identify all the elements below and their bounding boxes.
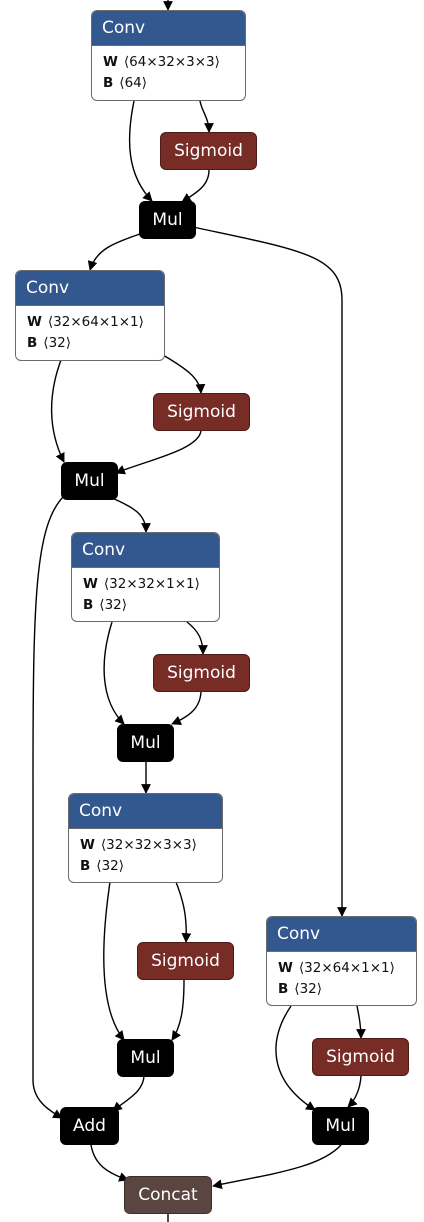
concat-node-1[interactable]: Concat <box>124 1176 212 1214</box>
edge-conv4-sigmoid4 <box>175 881 192 943</box>
conv-node-4-bias-row: B ⟨32⟩ <box>69 856 222 877</box>
conv-node-5-title: Conv <box>267 917 416 952</box>
conv-node-4-bias-key: B <box>80 858 91 874</box>
conv-node-4-weight-row: W ⟨32×32×3×3⟩ <box>69 835 222 856</box>
conv-node-2-bias-row: B ⟨32⟩ <box>16 333 164 354</box>
edge-conv4-mul4 <box>102 881 125 1041</box>
mul-node-4[interactable]: Mul <box>117 1039 174 1077</box>
conv-node-3-title: Conv <box>72 533 219 568</box>
conv-node-1-bias-shape: ⟨64⟩ <box>119 75 148 91</box>
conv-node-2[interactable]: Conv W ⟨32×64×1×1⟩ B ⟨32⟩ <box>15 270 165 361</box>
edge-mul5-concat1 <box>212 1144 342 1189</box>
conv-node-1-weight-key: W <box>103 54 118 70</box>
edge-sigmoid4-mul4 <box>171 979 185 1041</box>
conv-node-2-bias-key: B <box>27 335 38 351</box>
conv-node-5-bias-row: B ⟨32⟩ <box>267 979 416 1000</box>
edge-conv2-mul2 <box>50 359 65 463</box>
conv-node-4-weight-key: W <box>80 837 95 853</box>
conv-node-3-bias-shape: ⟨32⟩ <box>99 597 128 613</box>
edge-mul2-conv3 <box>111 497 151 533</box>
edge-mul2-add1 <box>32 495 65 1119</box>
conv-node-3-weight-row: W ⟨32×32×1×1⟩ <box>72 574 219 595</box>
conv-node-4[interactable]: Conv W ⟨32×32×3×3⟩ B ⟨32⟩ <box>68 793 223 883</box>
edge-sigmoid5-mul5 <box>347 1075 362 1108</box>
conv-node-1[interactable]: Conv W ⟨64×32×3×3⟩ B ⟨64⟩ <box>91 10 246 101</box>
edge-conv5-mul5 <box>275 1005 316 1111</box>
conv-node-4-bias-shape: ⟨32⟩ <box>96 858 125 874</box>
edge-conv2-sigmoid2 <box>162 354 206 394</box>
edge-sigmoid1-mul1 <box>181 169 210 203</box>
mul-node-2[interactable]: Mul <box>61 462 118 500</box>
conv-node-5-weight-key: W <box>278 960 293 976</box>
conv-node-3-bias-key: B <box>83 597 94 613</box>
sigmoid-node-5[interactable]: Sigmoid <box>312 1038 409 1076</box>
conv-node-1-weight-row: W ⟨64×32×3×3⟩ <box>92 52 245 73</box>
edge-sigmoid2-mul2 <box>115 430 202 475</box>
conv-node-2-title: Conv <box>16 271 164 306</box>
sigmoid-node-4[interactable]: Sigmoid <box>137 942 234 980</box>
mul-node-1[interactable]: Mul <box>139 201 196 239</box>
conv-node-1-weight-shape: ⟨64×32×3×3⟩ <box>123 54 220 70</box>
conv-node-2-weight-shape: ⟨32×64×1×1⟩ <box>47 314 144 330</box>
edge-conv5-sigmoid5 <box>356 1005 366 1039</box>
sigmoid-node-2[interactable]: Sigmoid <box>153 393 250 431</box>
conv-node-2-weight-key: W <box>27 314 42 330</box>
sigmoid-node-3[interactable]: Sigmoid <box>153 654 250 692</box>
conv-node-4-title: Conv <box>69 794 222 829</box>
conv-node-5-weight-row: W ⟨32×64×1×1⟩ <box>267 958 416 979</box>
edge-conv3-sigmoid3 <box>186 621 208 655</box>
conv-node-3-bias-row: B ⟨32⟩ <box>72 595 219 616</box>
conv-node-2-bias-shape: ⟨32⟩ <box>43 335 72 351</box>
edge-mul4-add1 <box>112 1074 145 1112</box>
conv-node-3-weight-shape: ⟨32×32×1×1⟩ <box>103 576 200 592</box>
conv-node-5-weight-shape: ⟨32×64×1×1⟩ <box>298 960 395 976</box>
conv-node-1-title: Conv <box>92 11 245 46</box>
conv-node-2-weight-row: W ⟨32×64×1×1⟩ <box>16 312 164 333</box>
edge-mul1-conv2 <box>87 231 147 271</box>
edge-conv1-sigmoid1 <box>199 100 214 133</box>
conv-node-5[interactable]: Conv W ⟨32×64×1×1⟩ B ⟨32⟩ <box>266 916 417 1006</box>
conv-node-3[interactable]: Conv W ⟨32×32×1×1⟩ B ⟨32⟩ <box>71 532 220 622</box>
mul-node-3[interactable]: Mul <box>117 724 174 762</box>
mul-node-5[interactable]: Mul <box>312 1107 369 1145</box>
edge-add1-concat1 <box>90 1144 129 1182</box>
sigmoid-node-1[interactable]: Sigmoid <box>160 132 257 170</box>
edge-sigmoid3-mul3 <box>171 691 202 725</box>
edge-conv3-mul3 <box>103 621 125 725</box>
conv-node-1-bias-key: B <box>103 75 114 91</box>
conv-node-3-weight-key: W <box>83 576 98 592</box>
conv-node-5-bias-shape: ⟨32⟩ <box>294 981 323 997</box>
conv-node-5-bias-key: B <box>278 981 289 997</box>
edge-mul1-conv5 <box>192 226 347 917</box>
edge-conv1-mul1 <box>128 100 153 202</box>
add-node-1[interactable]: Add <box>60 1107 119 1145</box>
conv-node-1-bias-row: B ⟨64⟩ <box>92 73 245 94</box>
conv-node-4-weight-shape: ⟨32×32×3×3⟩ <box>100 837 197 853</box>
